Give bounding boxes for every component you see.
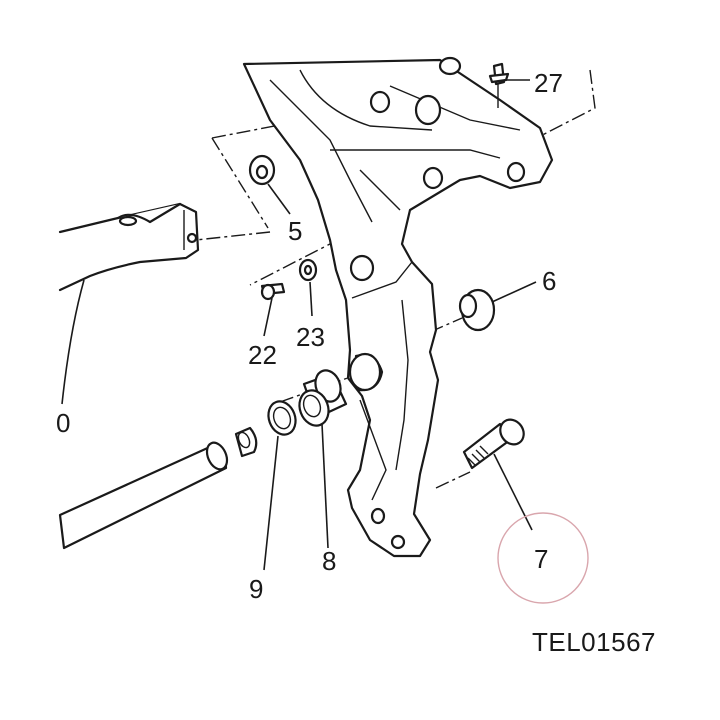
part-6-bush	[458, 281, 537, 332]
drawing-reference-code: TEL01567	[532, 627, 656, 657]
callout-9: 9	[249, 574, 263, 604]
part-5-washer	[248, 154, 291, 215]
part-7-bolt	[462, 418, 533, 531]
callout-8: 8	[322, 546, 336, 576]
left-bracket	[58, 202, 200, 405]
part-27-bleed-screw	[488, 62, 530, 108]
part-9-ring-seal	[263, 400, 297, 571]
pivot-shaft	[58, 426, 258, 550]
callout-0: 0	[56, 408, 70, 438]
callout-7-highlight-circle	[497, 512, 589, 604]
part-23-washer	[298, 258, 318, 317]
part-22-screw	[260, 282, 286, 337]
callout-7: 7	[534, 544, 548, 574]
callout-23: 23	[296, 322, 325, 352]
callout-27: 27	[534, 68, 563, 98]
callout-5: 5	[288, 216, 302, 246]
callout-22: 22	[248, 340, 277, 370]
callout-6: 6	[542, 266, 556, 296]
pedal-lever	[242, 56, 554, 558]
part-8-bearing-sleeve	[298, 369, 348, 549]
